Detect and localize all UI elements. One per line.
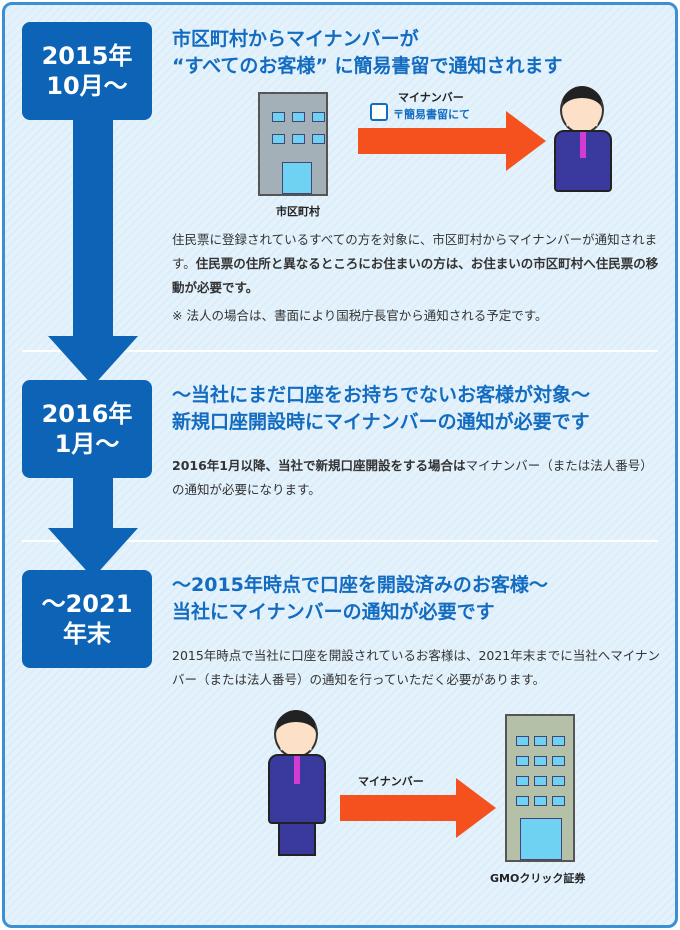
step-description: 2016年1月以降、当社で新規口座開設をする場合はマイナンバー（または法人番号）…	[172, 458, 653, 497]
gmo-label: GMOクリック証券	[490, 872, 586, 885]
arrow-label: 〒簡易書留にて	[393, 108, 470, 121]
timeline-arrow-shaft	[73, 110, 113, 340]
submission-arrow	[340, 795, 458, 821]
timeline-arrow-head	[48, 336, 138, 386]
delivery-arrow	[358, 128, 508, 154]
submission-arrow-head	[456, 778, 496, 838]
timeline-arrow-head	[48, 528, 138, 578]
step-note: ※ 法人の場合は、書面により国税庁長官から通知される予定です。	[172, 308, 548, 323]
arrow-label: マイナンバー	[398, 91, 464, 104]
date-text: 〜2021	[41, 590, 133, 618]
date-text: 年末	[62, 620, 111, 648]
step-title: 市区町村からマイナンバーが“すべてのお客様” に簡易書留で通知されます	[172, 28, 563, 77]
date-text: 1月〜	[54, 430, 120, 458]
date-text: 2016年	[41, 400, 133, 428]
arrow-label: マイナンバー	[358, 775, 424, 788]
divider	[22, 350, 658, 352]
step-description: 2015年時点で当社に口座を開設されているお客様は、2021年末までに当社へマイ…	[172, 648, 660, 687]
step-description: 住民票に登録されているすべての方を対象に、市区町村からマイナンバーが通知されます…	[172, 232, 659, 295]
city-hall-label: 市区町村	[276, 205, 320, 218]
step-title: 〜2015年時点で口座を開設済みのお客様〜当社にマイナンバーの通知が必要です	[172, 574, 548, 623]
envelope-icon	[370, 103, 388, 121]
delivery-arrow-head	[506, 111, 546, 171]
divider	[22, 540, 658, 542]
timeline-arrow-shaft	[73, 470, 113, 532]
date-text: 2015年	[41, 42, 133, 70]
date-text: 10月〜	[46, 72, 128, 100]
step-title: 〜当社にまだ口座をお持ちでないお客様が対象〜新規口座開設時にマイナンバーの通知が…	[172, 384, 591, 433]
